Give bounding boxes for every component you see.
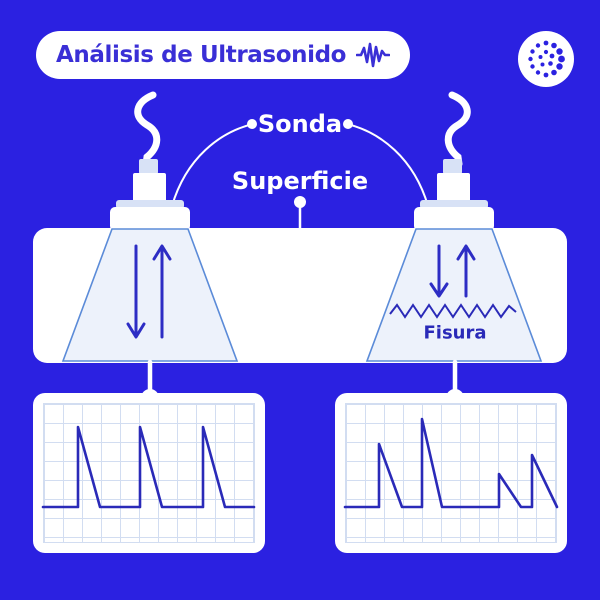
up-arrow-head xyxy=(152,244,172,261)
left-beam-arrows xyxy=(126,244,172,339)
left-ultrasound-beam xyxy=(61,228,239,362)
superficie-label: Superficie xyxy=(231,167,369,195)
right-echo-waveform xyxy=(343,417,559,509)
left-oscilloscope-panel xyxy=(33,393,265,553)
sonda-label: Sonda xyxy=(257,110,343,138)
right-probe-neck xyxy=(437,173,470,203)
down-arrow-head xyxy=(429,282,449,298)
left-probe-cable xyxy=(134,91,161,168)
right-probe-connector xyxy=(443,159,462,174)
right-oscilloscope-panel xyxy=(335,393,567,553)
down-arrow-head xyxy=(126,322,146,339)
sonda-leader-left xyxy=(171,123,254,207)
waveform-icon xyxy=(356,42,391,68)
left-probe-neck xyxy=(133,173,166,203)
crack-zigzag xyxy=(389,303,517,319)
left-echo-trace xyxy=(41,425,256,509)
right-beam-arrows xyxy=(429,244,476,298)
left-echo-waveform xyxy=(41,425,256,509)
title-pill: Análisis de Ultrasonido xyxy=(36,31,411,79)
right-probe-plate xyxy=(420,200,488,209)
dotted-sphere-logo xyxy=(518,31,574,87)
left-probe-head xyxy=(110,207,190,231)
fisura-label: Fisura xyxy=(423,322,487,344)
superficie-leader-dot xyxy=(294,196,306,208)
sonda-leader-dot-left xyxy=(247,119,257,129)
sonda-leader-right xyxy=(346,123,429,207)
right-ultrasound-beam xyxy=(365,228,543,362)
left-probe-plate xyxy=(116,200,184,209)
right-probe-head xyxy=(414,207,494,231)
right-probe xyxy=(414,159,494,231)
up-arrow-head xyxy=(456,244,476,261)
right-echo-trace xyxy=(343,417,559,509)
page-title: Análisis de Ultrasonido xyxy=(56,42,347,68)
left-probe xyxy=(110,159,190,231)
left-probe-connector xyxy=(139,159,158,174)
sonda-leader-dot-right xyxy=(343,119,353,129)
right-probe-cable xyxy=(444,91,471,168)
right-oscilloscope-grid xyxy=(345,403,557,543)
